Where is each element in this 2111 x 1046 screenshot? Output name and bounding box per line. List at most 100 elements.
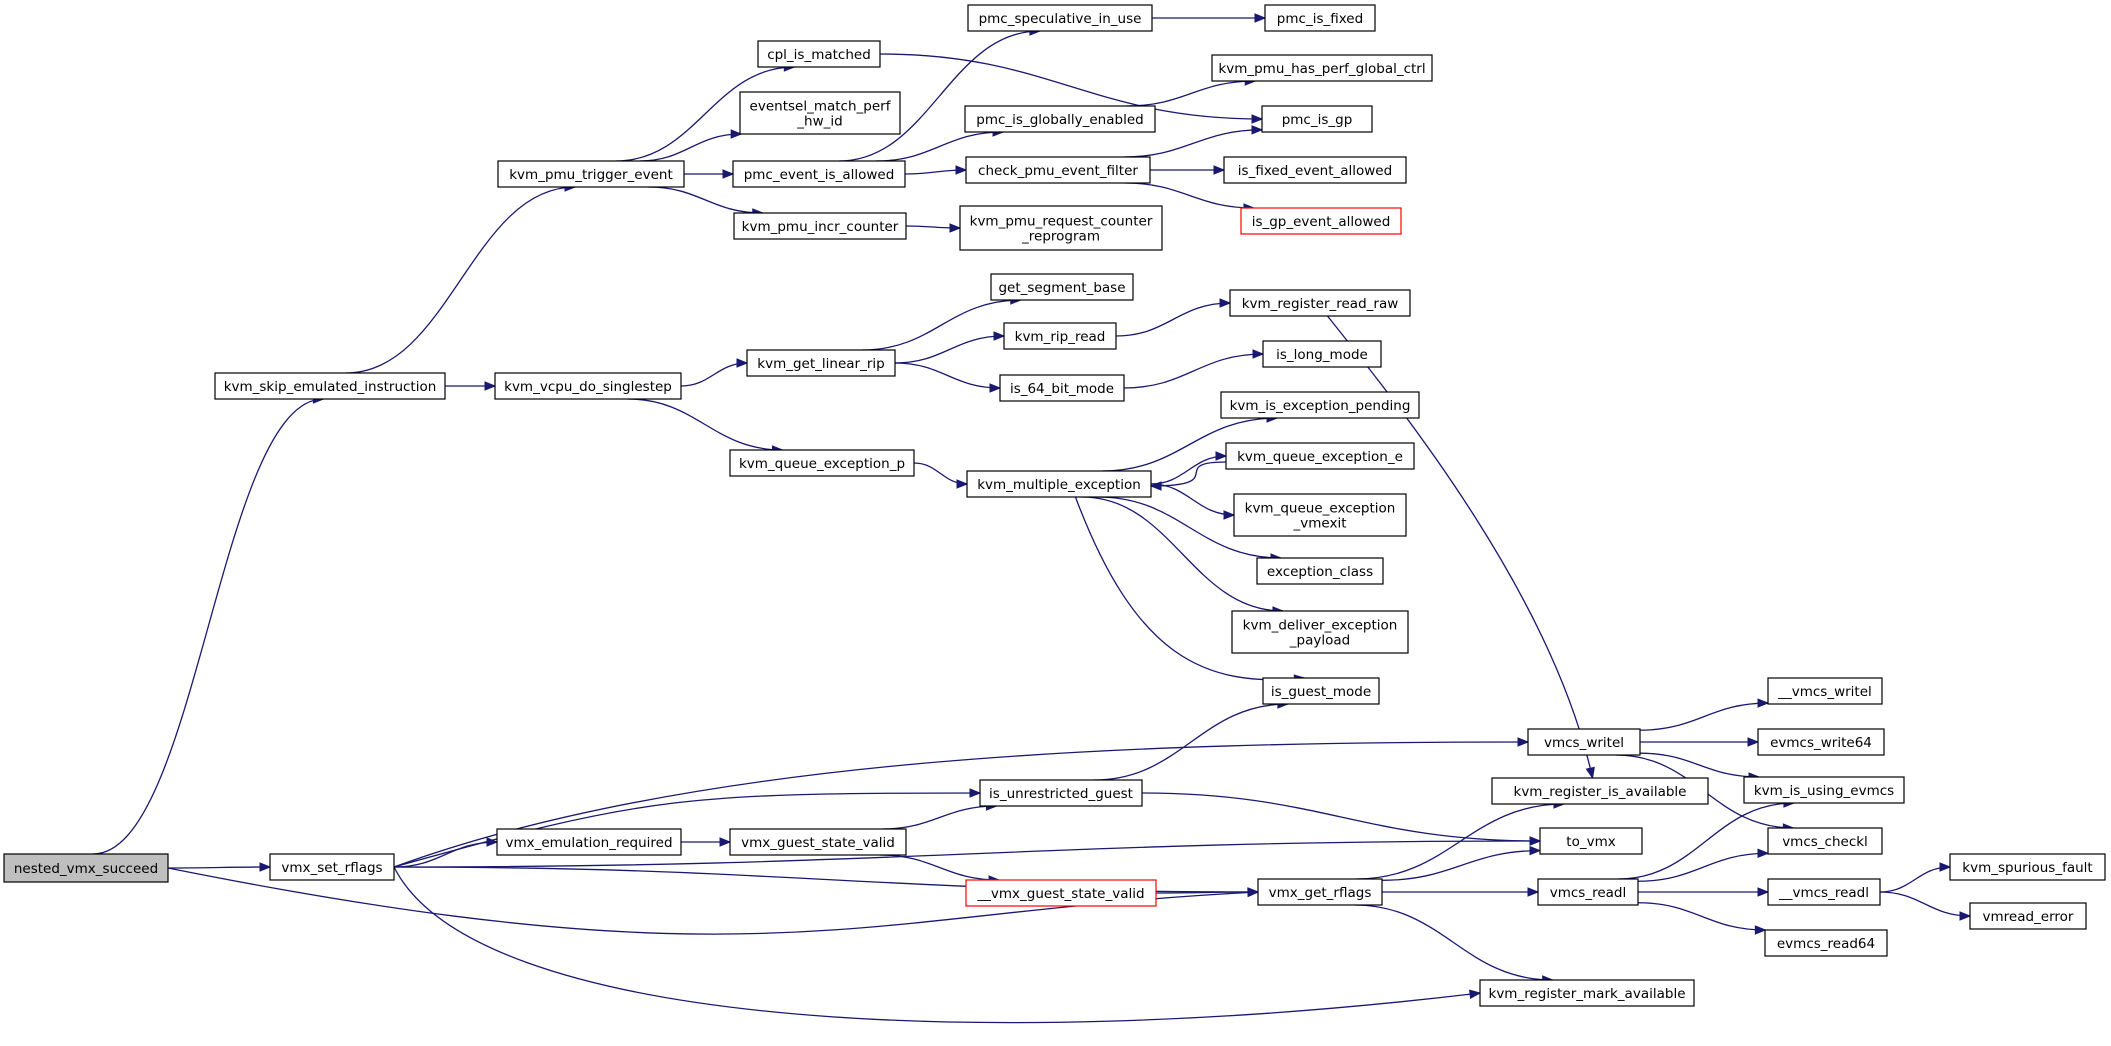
node-is-guest-mode[interactable]: is_guest_mode: [1262, 677, 1380, 705]
node-kvm-register-is-available[interactable]: kvm_register_is_available: [1491, 777, 1709, 805]
node-box: [757, 40, 881, 68]
edge-line: [1639, 702, 1769, 731]
node-vmcs-readl[interactable]: __vmcs_readl: [1767, 878, 1881, 906]
node-is-64-bit-mode[interactable]: is_64_bit_mode: [999, 374, 1125, 402]
node-box: [1969, 902, 2087, 930]
edge-n21-to-n22: [1123, 349, 1265, 389]
node-box: [733, 212, 907, 240]
edge-n17-to-n19: [894, 331, 1006, 364]
node-kvm-queue-exception-e[interactable]: kvm_queue_exception_e: [1225, 442, 1415, 470]
node-label: vmx_guest_state_valid: [741, 835, 895, 851]
node-label: kvm_skip_emulated_instruction: [224, 379, 437, 395]
node-kvm-register-mark-available[interactable]: kvm_register_mark_available: [1479, 979, 1695, 1007]
node-vmcs-writel[interactable]: vmcs_writel: [1527, 728, 1641, 756]
node-vmx-emulation-required[interactable]: vmx_emulation_required: [496, 828, 682, 856]
arrowhead: [1251, 125, 1264, 135]
node-exception-class[interactable]: exception_class: [1256, 557, 1384, 585]
node-check-pmu-event-filter[interactable]: check_pmu_event_filter: [965, 156, 1151, 184]
node-kvm-is-using-evmcs[interactable]: kvm_is_using_evmcs: [1743, 776, 1905, 804]
node-kvm-is-exception-pending[interactable]: kvm_is_exception_pending: [1220, 391, 1420, 419]
edge-n0-to-n31: [167, 862, 272, 872]
node-pmc-is-fixed[interactable]: pmc_is_fixed: [1264, 4, 1376, 32]
node-vmcs-writel[interactable]: __vmcs_writel: [1767, 677, 1883, 705]
node-pmc-speculative-in-use[interactable]: pmc_speculative_in_use: [967, 4, 1153, 32]
edge-n31-to-n37: [393, 737, 1530, 868]
arrowhead: [1959, 911, 1972, 921]
edge-line: [167, 866, 271, 869]
node-box: [1743, 776, 1905, 804]
edge-n35-to-n36: [1155, 887, 1260, 897]
node-box: [3, 853, 169, 883]
node-kvm-pmu-incr-counter[interactable]: kvm_pmu_incr_counter: [733, 212, 907, 240]
node-kvm-deliver-exception-payload[interactable]: kvm_deliver_exception_payload: [1231, 610, 1409, 654]
node-label: vmx_set_rflags: [281, 860, 382, 876]
node-get-segment-base[interactable]: get_segment_base: [990, 273, 1134, 301]
node-pmc-event-is-allowed[interactable]: pmc_event_is_allowed: [732, 160, 906, 188]
node-kvm-vcpu-do-singlestep[interactable]: kvm_vcpu_do_singlestep: [494, 372, 682, 400]
node-box: [979, 779, 1143, 807]
edge-layer: [93, 13, 1972, 1024]
node-is-gp-event-allowed[interactable]: is_gp_event_allowed: [1240, 207, 1402, 235]
node-label: is_unrestricted_guest: [989, 786, 1133, 802]
node-label: is_long_mode: [1276, 347, 1368, 363]
node-vmx-guest-state-valid[interactable]: __vmx_guest_state_valid: [965, 879, 1157, 907]
arrowhead: [1527, 887, 1540, 897]
node-evmcs-write64[interactable]: evmcs_write64: [1757, 728, 1885, 756]
node-box: [729, 828, 907, 856]
arrowhead: [736, 358, 749, 368]
node-vmx-get-rflags[interactable]: vmx_get_rflags: [1257, 878, 1383, 906]
arrowhead: [1939, 862, 1952, 872]
node-is-unrestricted-guest[interactable]: is_unrestricted_guest: [979, 779, 1143, 807]
edge-n1-to-n2: [346, 182, 577, 374]
node-box: [1262, 340, 1382, 368]
node-box: [1491, 777, 1709, 805]
node-label: __vmx_guest_state_valid: [976, 886, 1144, 902]
node-kvm-queue-exception-p[interactable]: kvm_queue_exception_p: [729, 449, 915, 477]
node-kvm-register-read-raw[interactable]: kvm_register_read_raw: [1229, 289, 1411, 317]
edge-n37-to-n44: [1639, 752, 1761, 782]
node-kvm-rip-read[interactable]: kvm_rip_read: [1003, 322, 1117, 350]
node-label: _vmexit: [1293, 516, 1347, 532]
node-label: kvm_pmu_trigger_event: [509, 167, 673, 183]
edge-line: [1123, 353, 1264, 389]
edge-line: [393, 841, 498, 868]
node-box: [1223, 156, 1407, 184]
node-vmx-set-rflags[interactable]: vmx_set_rflags: [269, 853, 395, 881]
edge-n16-to-n17: [680, 358, 749, 387]
node-pmc-is-gp[interactable]: pmc_is_gp: [1261, 105, 1373, 133]
arrowhead: [1213, 165, 1226, 175]
node-label: kvm_register_mark_available: [1489, 986, 1686, 1002]
node-kvm-spurious-fault[interactable]: kvm_spurious_fault: [1949, 853, 2106, 881]
node-eventsel-match-perf-hw-id[interactable]: eventsel_match_perf_hw_id: [739, 91, 901, 135]
node-kvm-pmu-trigger-event[interactable]: kvm_pmu_trigger_event: [497, 160, 685, 188]
node-pmc-is-globally-enabled[interactable]: pmc_is_globally_enabled: [964, 105, 1156, 133]
node-vmcs-readl[interactable]: vmcs_readl: [1537, 878, 1639, 906]
node-is-long-mode[interactable]: is_long_mode: [1262, 340, 1382, 368]
node-to-vmx[interactable]: to_vmx: [1539, 827, 1643, 855]
node-vmcs-checkl[interactable]: vmcs_checkl: [1767, 827, 1883, 855]
edge-line: [1097, 496, 1282, 559]
arrowhead: [1747, 737, 1760, 747]
edge-n37-to-n42: [1639, 698, 1770, 731]
node-kvm-queue-exception-vmexit[interactable]: kvm_queue_exception_vmexit: [1233, 493, 1407, 537]
node-nested-vmx-succeed[interactable]: nested_vmx_succeed: [3, 853, 169, 883]
node-kvm-pmu-request-counter-reprogram[interactable]: kvm_pmu_request_counter_reprogram: [959, 205, 1163, 251]
arrowhead: [486, 837, 499, 847]
node-evmcs-read64[interactable]: evmcs_read64: [1764, 929, 1888, 957]
node-kvm-skip-emulated-instruction[interactable]: kvm_skip_emulated_instruction: [214, 372, 446, 400]
edge-line: [879, 854, 1000, 881]
node-vmx-guest-state-valid[interactable]: vmx_guest_state_valid: [729, 828, 907, 856]
edge-line: [1150, 483, 1235, 516]
edge-n7-to-n8: [1152, 13, 1267, 23]
arrowhead: [1251, 114, 1264, 124]
node-kvm-pmu-has-perf-global-ctrl[interactable]: kvm_pmu_has_perf_global_ctrl: [1211, 54, 1433, 82]
arrowhead: [1149, 481, 1162, 491]
node-cpl-is-matched[interactable]: cpl_is_matched: [757, 40, 881, 68]
node-vmread-error[interactable]: vmread_error: [1969, 902, 2087, 930]
node-box: [1949, 853, 2106, 881]
edge-line: [1326, 315, 1594, 779]
edge-n32-to-n33: [680, 837, 732, 847]
node-kvm-get-linear-rip[interactable]: kvm_get_linear_rip: [746, 349, 896, 377]
node-is-fixed-event-allowed[interactable]: is_fixed_event_allowed: [1223, 156, 1407, 184]
node-kvm-multiple-exception[interactable]: kvm_multiple_exception: [966, 470, 1152, 498]
